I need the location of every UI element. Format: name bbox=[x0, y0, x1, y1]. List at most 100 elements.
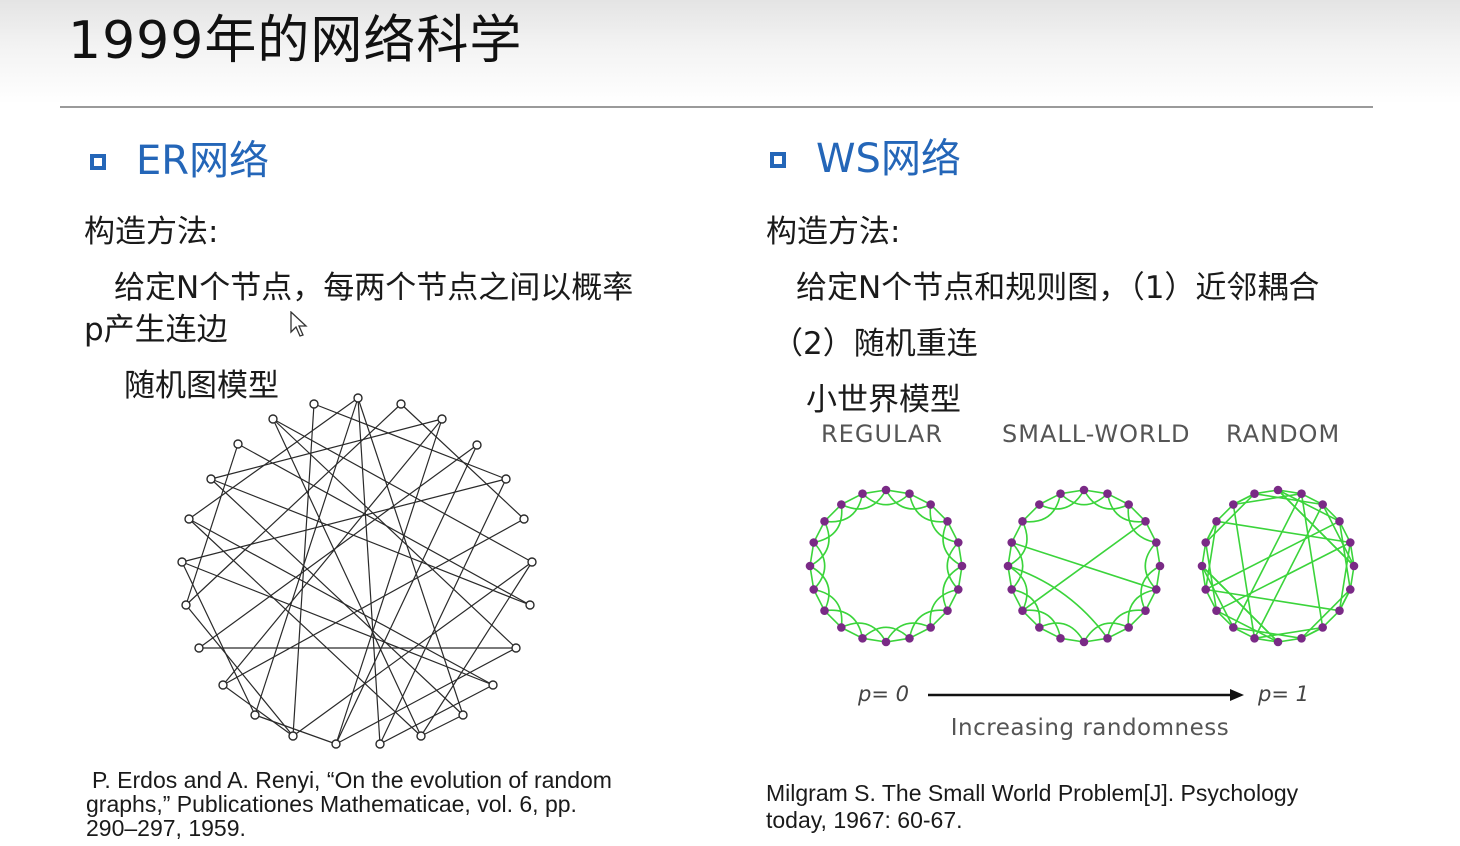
er-heading: ER网络 bbox=[136, 138, 270, 184]
er-node bbox=[437, 414, 447, 424]
ring-edge bbox=[1144, 541, 1157, 591]
er-edge bbox=[185, 443, 239, 606]
ring-node bbox=[1349, 561, 1359, 571]
ring-node bbox=[820, 606, 829, 615]
ring-edge bbox=[1300, 588, 1351, 639]
ring-node bbox=[1250, 489, 1259, 499]
er-edge bbox=[222, 518, 525, 686]
er-edge bbox=[254, 397, 359, 716]
er-node bbox=[458, 710, 468, 720]
er-edge bbox=[357, 397, 381, 745]
ring-node bbox=[1318, 623, 1327, 632]
ring-node bbox=[953, 538, 963, 547]
ring-edge bbox=[1253, 504, 1324, 639]
er-node bbox=[353, 393, 363, 403]
er-edge bbox=[254, 714, 337, 745]
ring-edge bbox=[1106, 609, 1146, 639]
ring-node bbox=[1007, 585, 1017, 594]
ring-edge bbox=[1007, 565, 1028, 612]
er-description-line2: p产生连边 bbox=[84, 312, 228, 348]
ring-node bbox=[1035, 500, 1044, 509]
ring-edge bbox=[1321, 504, 1355, 567]
er-node bbox=[309, 399, 319, 409]
ring-edge bbox=[1205, 520, 1340, 591]
ring-edge bbox=[1216, 609, 1279, 643]
ring-edge bbox=[1022, 609, 1062, 639]
ring-node bbox=[953, 585, 963, 594]
er-edge bbox=[185, 403, 402, 606]
ring-node bbox=[1103, 489, 1112, 499]
ring-edge bbox=[861, 493, 911, 506]
er-edge bbox=[198, 444, 478, 649]
ring-node bbox=[1035, 623, 1044, 632]
er-node bbox=[375, 739, 385, 749]
ring-edge bbox=[1106, 493, 1146, 523]
ring-edge bbox=[885, 622, 932, 643]
ring-node bbox=[943, 606, 952, 615]
er-node bbox=[511, 643, 521, 653]
er-edge bbox=[272, 418, 422, 737]
ring-edge bbox=[824, 609, 864, 639]
ring-edge bbox=[929, 588, 959, 628]
er-edge bbox=[313, 403, 507, 480]
er-node bbox=[472, 440, 482, 450]
ring-edge bbox=[809, 565, 830, 612]
er-node bbox=[501, 474, 511, 484]
ring-edge bbox=[840, 489, 887, 510]
ring-node bbox=[1018, 517, 1027, 526]
ring-node bbox=[805, 561, 815, 571]
ring-edge bbox=[908, 493, 948, 523]
er-edge bbox=[292, 403, 315, 737]
ring-edge bbox=[908, 609, 948, 639]
ring-node bbox=[1079, 485, 1089, 495]
ring-edge bbox=[942, 565, 963, 612]
er-node bbox=[181, 600, 191, 610]
er-edge bbox=[292, 561, 533, 737]
ws-description-line1: 给定N个节点和规则图，（1）近邻耦合 bbox=[796, 270, 1320, 306]
ring-edge bbox=[1083, 622, 1130, 643]
ring-node bbox=[809, 585, 819, 594]
ring-node bbox=[1141, 606, 1150, 615]
er-node bbox=[525, 600, 535, 610]
ring-node bbox=[1345, 538, 1355, 547]
ring-edge bbox=[1083, 489, 1130, 510]
er-edge bbox=[237, 443, 531, 606]
ws-method-label: 构造方法: bbox=[766, 214, 901, 250]
er-reference-line: graphs,” Publicationes Mathematicae, vol… bbox=[86, 791, 577, 817]
er-node bbox=[233, 439, 243, 449]
er-edge bbox=[335, 418, 443, 745]
ring-edge bbox=[813, 541, 826, 591]
ring-edge bbox=[1233, 626, 1302, 640]
ws-model-name: 小世界模型 bbox=[806, 382, 961, 418]
er-node bbox=[250, 710, 260, 720]
ring-node bbox=[1273, 637, 1283, 647]
ring-node bbox=[1151, 585, 1161, 594]
label-random: RANDOM bbox=[1226, 420, 1341, 448]
er-node bbox=[396, 399, 406, 409]
ring-node bbox=[1124, 623, 1133, 632]
ring-node bbox=[1201, 585, 1211, 594]
ring-edge bbox=[809, 520, 830, 567]
ring-node bbox=[1201, 538, 1211, 547]
ring-node bbox=[1297, 633, 1306, 643]
er-edge bbox=[222, 418, 443, 686]
er-node bbox=[527, 557, 537, 567]
er-node bbox=[268, 414, 278, 424]
er-edge bbox=[272, 418, 533, 563]
ring-node bbox=[926, 500, 935, 509]
er-edge bbox=[181, 478, 507, 563]
ring-edge bbox=[1233, 492, 1302, 506]
ring-edge bbox=[1277, 489, 1355, 567]
ring-edge bbox=[1201, 565, 1235, 628]
ring-edge bbox=[861, 626, 911, 639]
axis-caption: Increasing randomness bbox=[951, 715, 1229, 741]
ring-node bbox=[1197, 561, 1207, 571]
square-bullet-icon bbox=[770, 152, 786, 168]
ring-node bbox=[1155, 561, 1165, 571]
ring-node bbox=[905, 489, 914, 499]
er-node bbox=[218, 680, 228, 690]
ring-node bbox=[881, 637, 891, 647]
er-edge bbox=[210, 478, 531, 606]
ring-edge bbox=[813, 504, 843, 544]
small-world-ring-network bbox=[1003, 485, 1165, 647]
